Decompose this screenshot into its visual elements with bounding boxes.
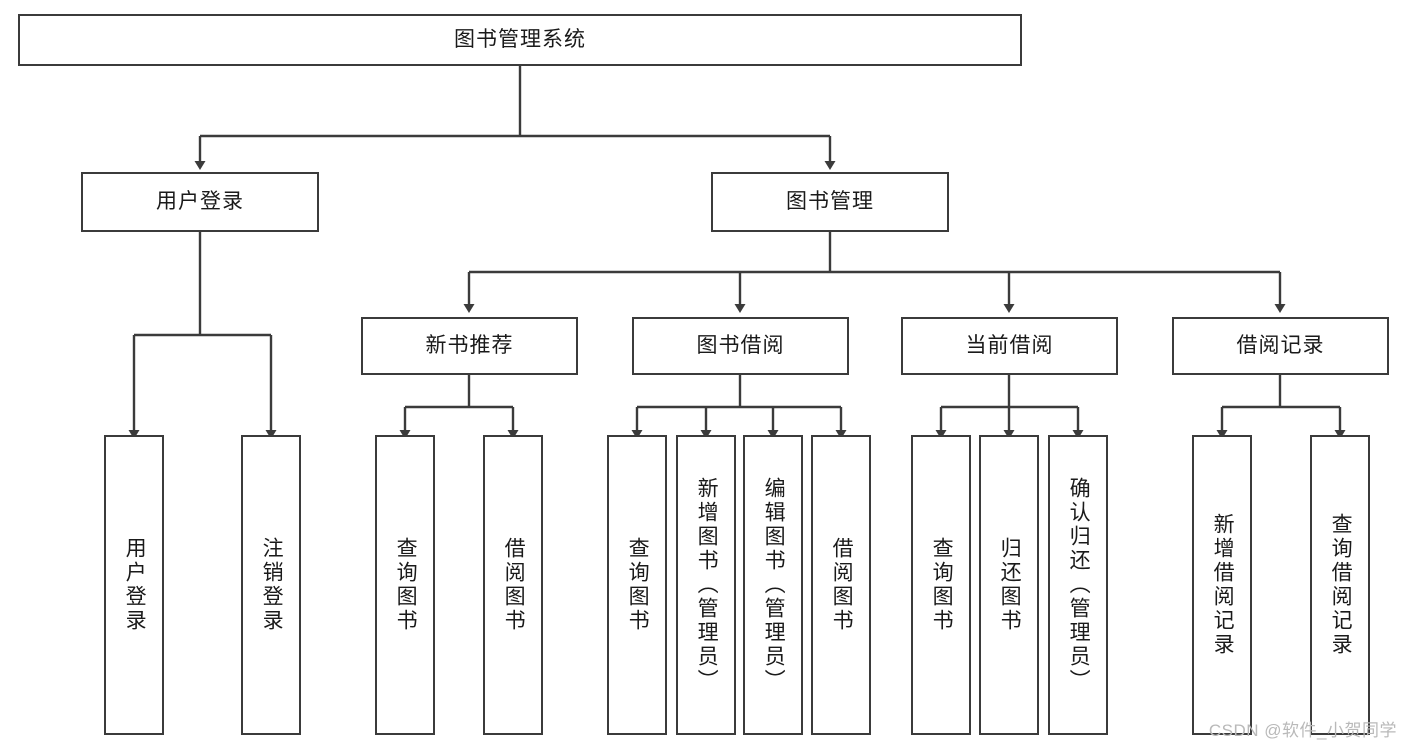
leaf-book-borrow-edit[interactable]: 编辑图书（管理员）	[743, 435, 803, 735]
node-label: 图书管理	[786, 190, 874, 214]
node-label: 新增借阅记录	[1211, 513, 1235, 657]
leaf-book-borrow-add[interactable]: 新增图书（管理员）	[676, 435, 736, 735]
node-label: 新增图书（管理员）	[695, 477, 719, 693]
leaf-borrow-record-query[interactable]: 查询借阅记录	[1310, 435, 1370, 735]
leaf-book-borrow-query[interactable]: 查询图书	[607, 435, 667, 735]
node-label: 图书管理系统	[454, 28, 586, 52]
node-user-login[interactable]: 用户登录	[81, 172, 319, 232]
node-book-borrow[interactable]: 图书借阅	[632, 317, 849, 375]
leaf-current-borrow-query[interactable]: 查询图书	[911, 435, 971, 735]
node-label: 借阅图书	[830, 537, 854, 633]
leaf-new-book-query[interactable]: 查询图书	[375, 435, 435, 735]
leaf-current-borrow-return[interactable]: 归还图书	[979, 435, 1039, 735]
node-label: 查询图书	[394, 537, 418, 633]
leaf-new-book-borrow[interactable]: 借阅图书	[483, 435, 543, 735]
node-label: 当前借阅	[965, 334, 1054, 358]
node-label: 查询借阅记录	[1329, 513, 1353, 657]
node-label: 用户登录	[123, 537, 147, 633]
node-label: 查询图书	[626, 537, 650, 633]
leaf-user-login-login[interactable]: 用户登录	[104, 435, 164, 735]
leaf-borrow-record-add[interactable]: 新增借阅记录	[1192, 435, 1252, 735]
node-label: 图书借阅	[696, 334, 785, 358]
node-label: 注销登录	[260, 537, 284, 633]
node-current-borrow[interactable]: 当前借阅	[901, 317, 1118, 375]
node-label: 借阅图书	[502, 537, 526, 633]
node-label: 归还图书	[998, 537, 1022, 633]
leaf-book-borrow-borrow[interactable]: 借阅图书	[811, 435, 871, 735]
leaf-current-borrow-confirm-return[interactable]: 确认归还（管理员）	[1048, 435, 1108, 735]
node-book-management[interactable]: 图书管理	[711, 172, 949, 232]
node-label: 用户登录	[156, 190, 244, 214]
node-label: 确认归还（管理员）	[1067, 477, 1091, 693]
node-label: 查询图书	[930, 537, 954, 633]
node-label: 新书推荐	[425, 334, 514, 358]
node-label: 借阅记录	[1236, 334, 1325, 358]
node-new-book-recommend[interactable]: 新书推荐	[361, 317, 578, 375]
node-label: 编辑图书（管理员）	[762, 477, 786, 693]
node-borrow-record[interactable]: 借阅记录	[1172, 317, 1389, 375]
node-root-system[interactable]: 图书管理系统	[18, 14, 1022, 66]
leaf-user-login-logout[interactable]: 注销登录	[241, 435, 301, 735]
